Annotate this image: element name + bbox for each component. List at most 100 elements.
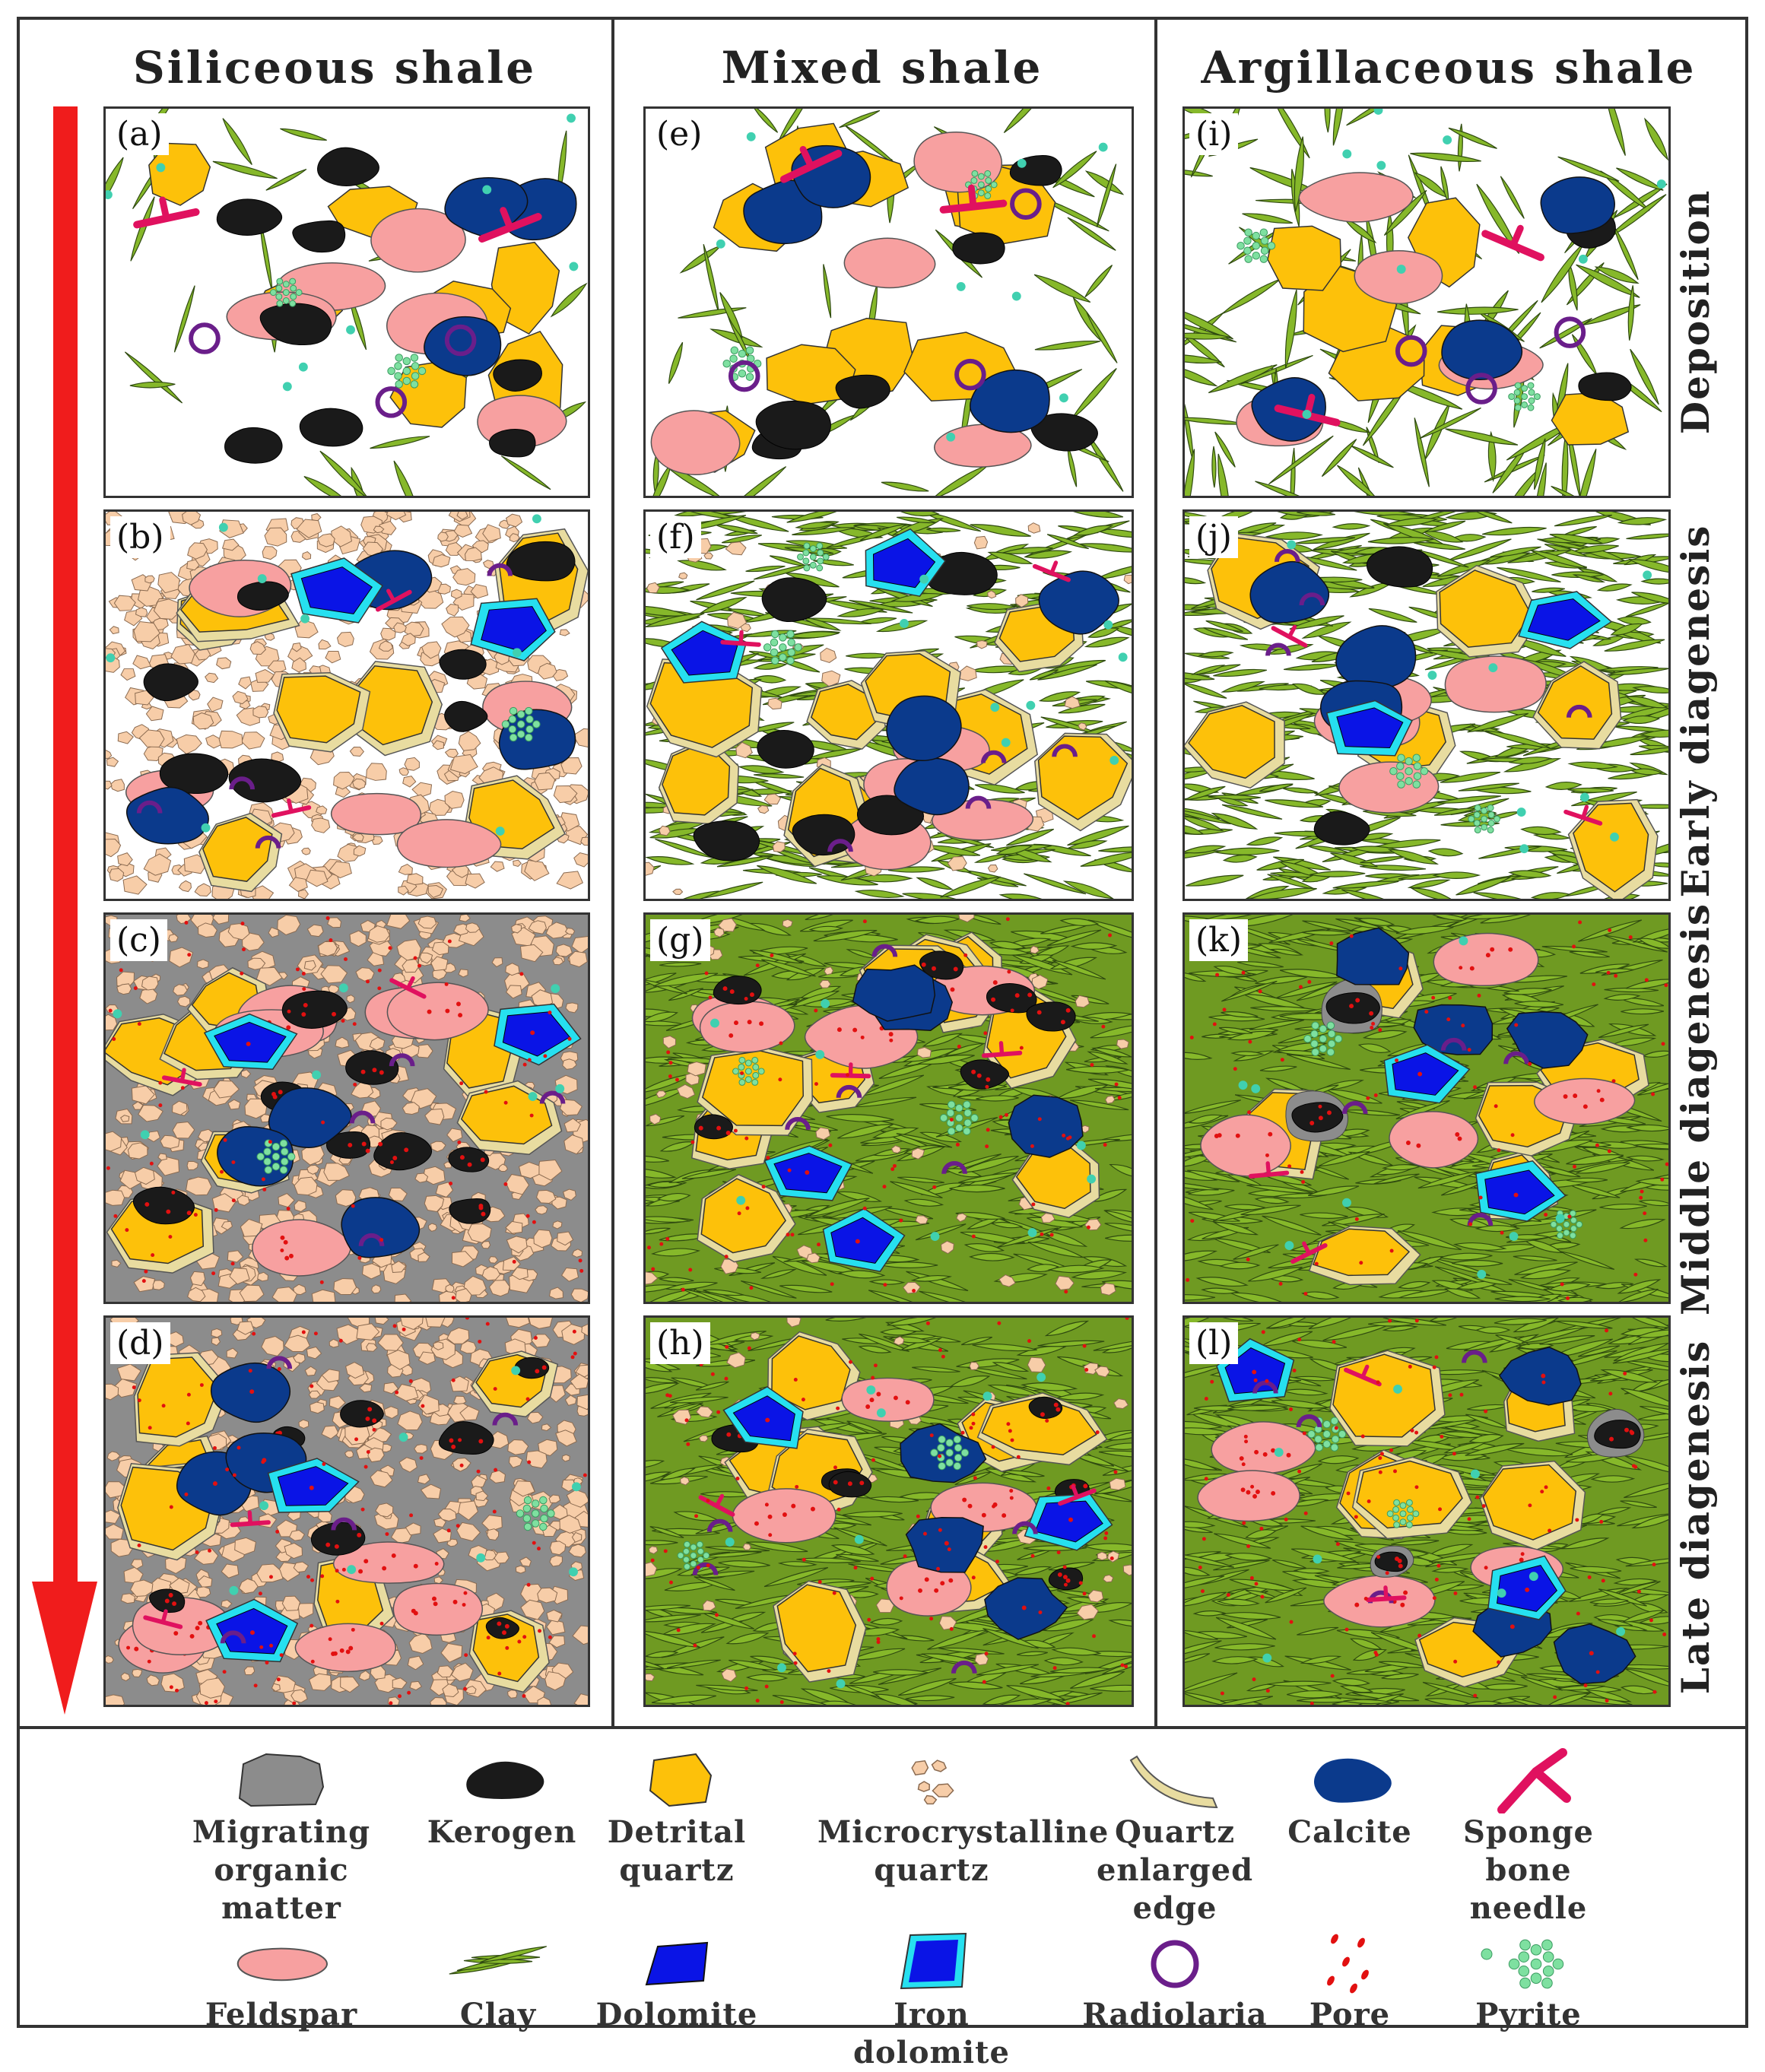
panel-illustration [106,1318,588,1705]
panel-label: (l) [1189,1322,1239,1364]
legend-label-line: Calcite [1287,1814,1412,1850]
calcite-icon [1313,1758,1392,1803]
panel-0-0: (a) [103,106,590,498]
feldspar-icon [236,1947,329,1982]
panel-label: (k) [1189,919,1248,961]
panel-label: (j) [1189,516,1238,558]
panel-0-1: (b) [103,509,590,901]
panel-illustration [1185,109,1668,496]
panel-illustration [1185,915,1668,1302]
legend-label-line: Migrating [192,1814,371,1850]
legend-label-line: needle [1469,1890,1588,1926]
column-divider [611,17,614,1729]
panel-label: (h) [650,1322,710,1364]
legend-label-line: quartz [619,1852,735,1888]
legend-label-line: bone [1485,1852,1572,1888]
panel-illustration [646,915,1132,1302]
panel-2-2: (k) [1182,912,1671,1304]
migrating-organic-matter-icon [238,1753,325,1807]
panel-label: (i) [1189,113,1239,155]
panel-0-2: (c) [103,912,590,1304]
legend-label: Pyrite [1414,1996,1643,2034]
column-title-argillaceous: Argillaceous shale [1201,42,1697,94]
legend-label: Kerogen [388,1813,616,1851]
legend-label: Calcite [1236,1813,1464,1851]
clay-icon [449,1946,547,1975]
column-title-siliceous: Siliceous shale [132,42,537,94]
panel-illustration [106,109,588,496]
legend-label-line: quartz [874,1852,989,1888]
panel-illustration [106,915,588,1302]
panel-label: (f) [650,516,701,558]
column-divider [1154,17,1157,1729]
microcrystalline-quartz-icon [911,1759,954,1805]
pyrite-icon [1481,1939,1564,1989]
legend-item: Iron dolomite [817,1928,1046,2072]
time-arrow [32,106,97,1715]
legend-label-line: Feldspar [205,1997,358,2032]
column-title-mixed: Mixed shale [721,42,1043,94]
panel-1-0: (e) [643,106,1134,498]
legend-item: Pore [1236,1928,1464,2034]
legend-divider [17,1726,1748,1729]
panel-1-3: (h) [643,1315,1134,1707]
panel-label: (b) [110,516,170,558]
quartz-enlarged-edge-icon [1129,1755,1218,1809]
legend-label-line: Detrital [607,1814,747,1850]
stage-label-early: Early diagenesis [1673,524,1718,898]
panel-2-3: (l) [1182,1315,1671,1707]
legend-label-line: Dolomite [595,1997,758,2032]
legend-label-line: Pyrite [1475,1997,1582,2032]
radiolaria-icon [1151,1940,1199,1988]
legend-item: Clay [384,1928,612,2034]
legend-label-line: Clay [459,1997,537,2032]
legend-label: Clay [384,1996,612,2034]
stage-label-middle: Middle diagenesis [1673,902,1718,1315]
legend-item: Pyrite [1414,1928,1643,2034]
legend-label-line: Sponge [1462,1814,1595,1850]
pore-icon [1327,1934,1369,1994]
legend-label: Iron dolomite [817,1996,1046,2072]
legend-label-line: matter [221,1890,341,1926]
panel-illustration [1185,1318,1668,1705]
legend-label: Feldspar [167,1996,395,2034]
legend-item: Kerogen [388,1745,616,1851]
panel-label: (d) [110,1322,170,1364]
panel-1-2: (g) [643,912,1134,1304]
legend-label-line: Microcrystalline [817,1814,1109,1850]
panel-2-0: (i) [1182,106,1671,498]
panel-label: (g) [650,919,710,961]
panel-1-1: (f) [643,509,1134,901]
panel-illustration [106,512,588,899]
legend-label-line: Pore [1309,1997,1391,2032]
panel-2-1: (j) [1182,509,1671,901]
detrital-quartz-icon [649,1753,713,1807]
legend-label-line: organic [214,1852,349,1888]
panel-illustration [1185,512,1668,899]
figure-frame [17,17,1748,2028]
legend-label-line: Iron dolomite [853,1997,1010,2070]
legend-item: Calcite [1236,1745,1464,1851]
legend-label: Dolomite [563,1996,791,2034]
legend-label: Radiolaria [1061,1996,1289,2034]
dolomite-icon [645,1941,709,1986]
legend-label-line: enlarged [1096,1852,1254,1888]
legend-label-line: Quartz [1114,1814,1236,1850]
legend-label-line: edge [1132,1890,1217,1926]
legend-item: Radiolaria [1061,1928,1289,2034]
legend-item: Feldspar [167,1928,395,2034]
panel-label: (c) [110,919,167,961]
stage-label-deposition: Deposition [1673,189,1718,435]
panel-label: (e) [650,113,709,155]
iron-dolomite-icon [900,1932,967,1990]
legend-label: Pore [1236,1996,1464,2034]
panel-illustration [646,512,1132,899]
stage-label-late: Late diagenesis [1673,1339,1718,1695]
